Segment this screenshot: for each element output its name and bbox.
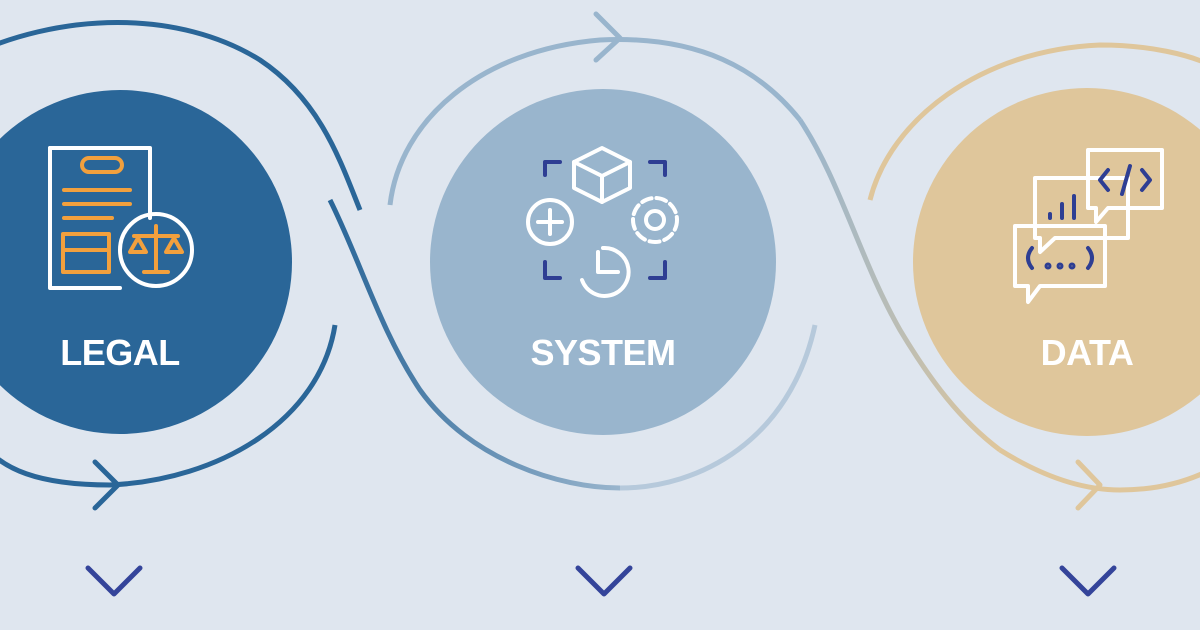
chevron-down-icon[interactable] [574,562,634,602]
stage-circle-legal [0,90,292,434]
flow-arrows [92,11,1103,511]
data-chat-code-chart-icon [1013,148,1164,304]
flow-arrow-icon [1075,459,1103,511]
flow-arrow-icon [593,11,623,63]
chevron-down-icon[interactable] [1058,562,1118,602]
stage-label-legal: LEGAL [60,332,180,373]
system-components-icon [526,146,679,298]
stage-label-system: SYSTEM [530,332,676,373]
flow-path [0,20,1200,493]
stage-circle-data [913,88,1200,436]
legal-document-scale-icon [48,146,194,290]
flow-arrow-icon [92,459,121,511]
stage-circle-system [430,89,776,435]
stage-label-data: DATA [1040,332,1134,373]
chevron-down-icon[interactable] [84,562,144,602]
